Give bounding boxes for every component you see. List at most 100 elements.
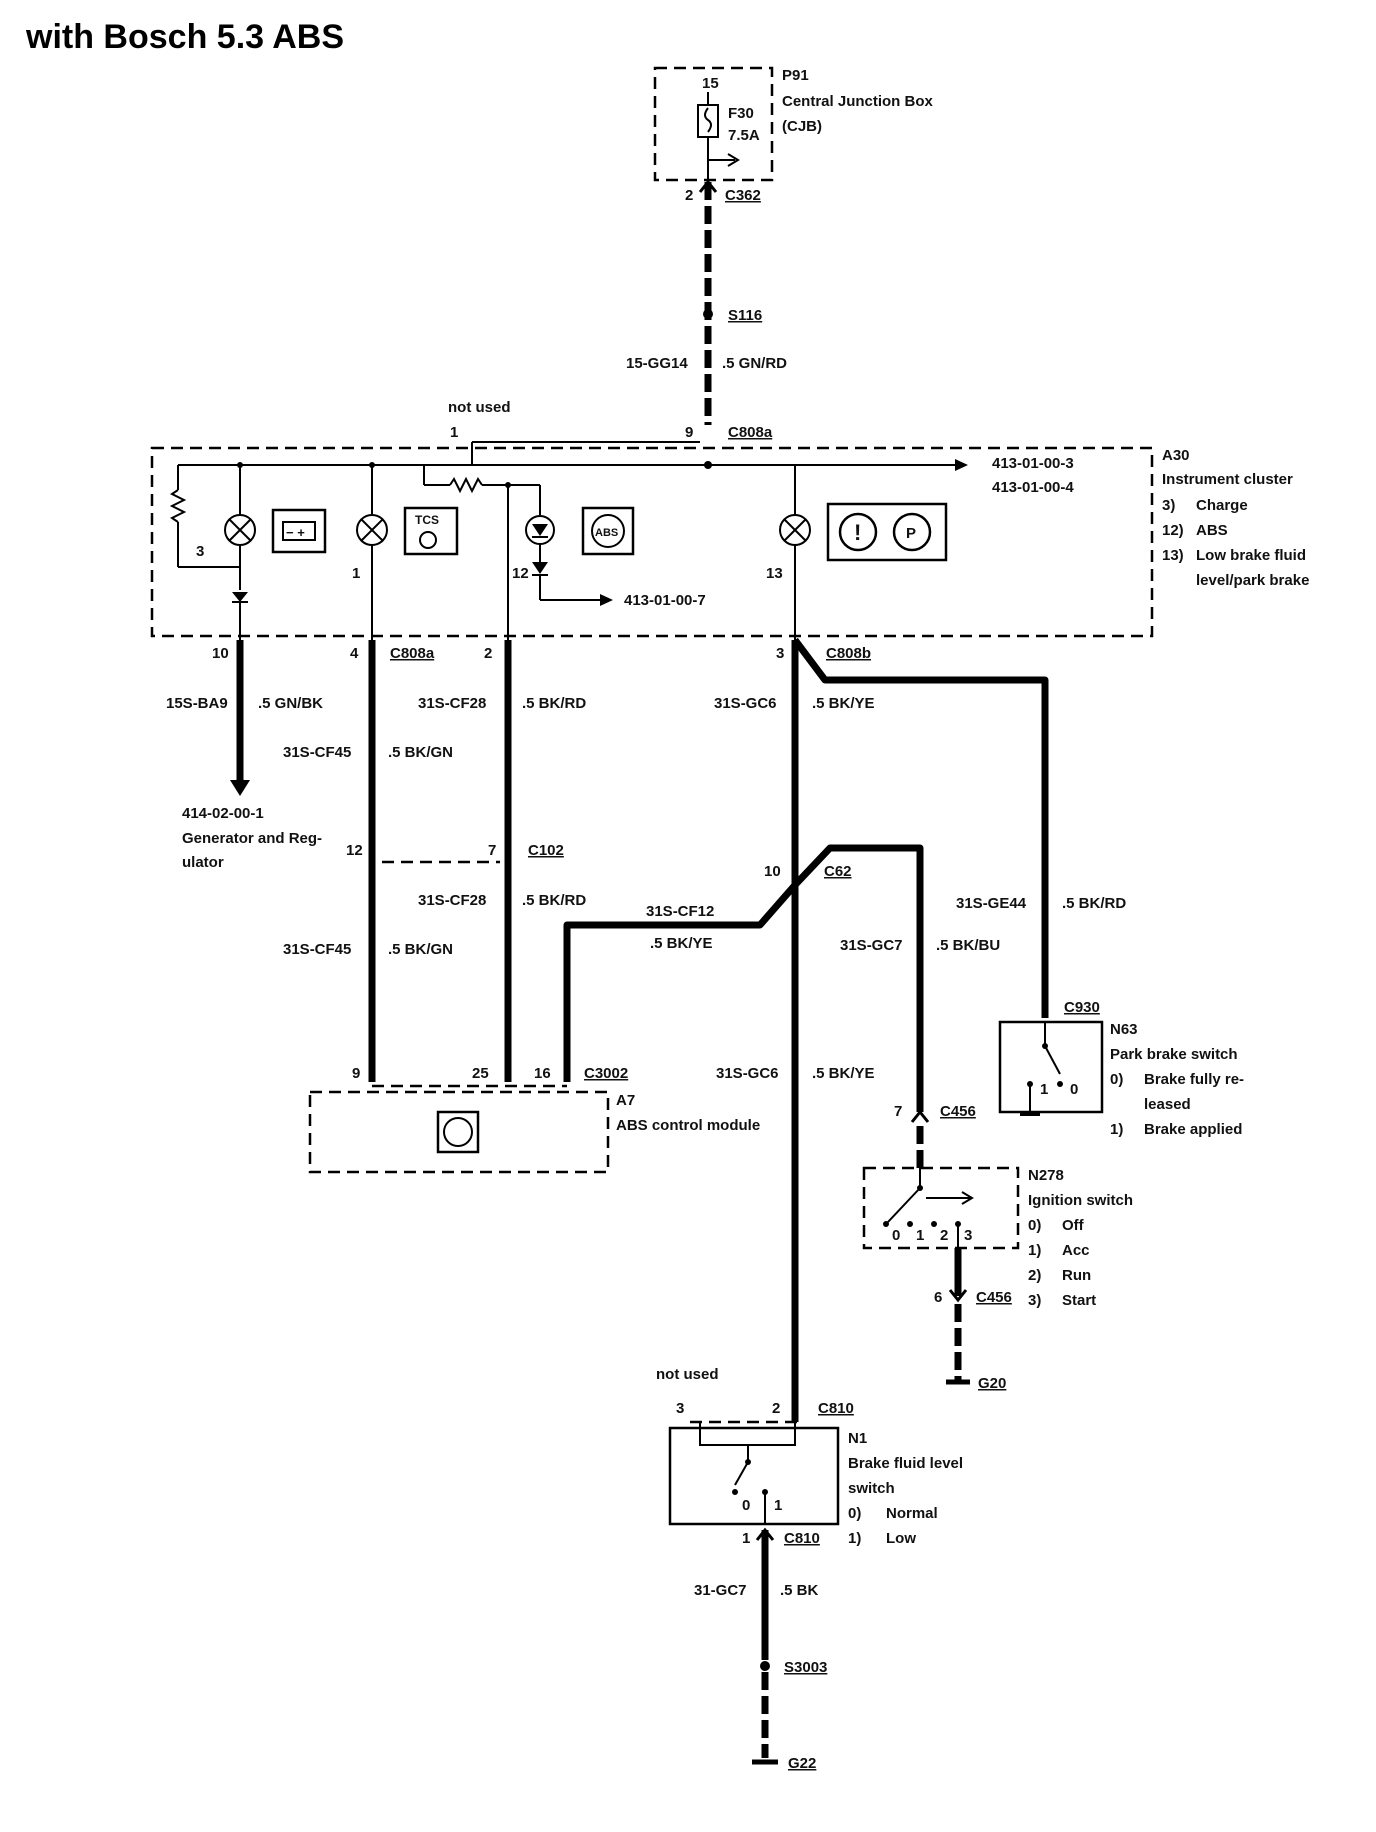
generator-name-2: ulator bbox=[182, 854, 224, 871]
wire-ge44-circuit: 31S-GE44 bbox=[956, 895, 1027, 912]
ref-arrow bbox=[955, 459, 968, 471]
legend-13-num: 13) bbox=[1162, 547, 1184, 564]
cjb-id: P91 bbox=[782, 67, 809, 84]
c808a-pin1: 1 bbox=[450, 424, 458, 441]
park-pos-0: 0 bbox=[1070, 1081, 1078, 1098]
ground-g22: G22 bbox=[788, 1755, 816, 1772]
park-switch-name: Park brake switch bbox=[1110, 1046, 1238, 1063]
legend-park-brake: level/park brake bbox=[1196, 572, 1309, 589]
c456-bottom-pin: 6 bbox=[934, 1289, 942, 1306]
tcs-label: TCS bbox=[415, 513, 439, 527]
ign-state-2-num: 2) bbox=[1028, 1267, 1041, 1284]
battery-icon bbox=[271, 508, 327, 554]
diagram-title: with Bosch 5.3 ABS bbox=[25, 18, 344, 56]
abs-module-box bbox=[308, 1090, 610, 1174]
c808a-pin2: 2 bbox=[484, 645, 492, 662]
splice-s116-dot bbox=[703, 309, 713, 319]
brake-pos-0: 0 bbox=[742, 1497, 750, 1514]
brake-s0-num: 0) bbox=[848, 1505, 861, 1522]
park-s0-num: 0) bbox=[1110, 1071, 1123, 1088]
c808a-pin9: 9 bbox=[685, 424, 693, 441]
splice-s3003: S3003 bbox=[784, 1659, 827, 1676]
c808a-pin4: 4 bbox=[350, 645, 359, 662]
wire-gc6a-spec: .5 BK/YE bbox=[812, 695, 875, 712]
cluster-id: A30 bbox=[1162, 447, 1190, 464]
generator-name-1: Generator and Reg- bbox=[182, 830, 322, 847]
wire-gc7-circuit: 31S-GC7 bbox=[840, 937, 903, 954]
splice-s116: S116 bbox=[728, 307, 762, 324]
cluster-ref-2: 413-01-00-4 bbox=[992, 479, 1074, 496]
c62-pin10: 10 bbox=[764, 863, 781, 880]
park-switch-id: N63 bbox=[1110, 1021, 1138, 1038]
c3002-pin16: 16 bbox=[534, 1065, 551, 1082]
lamp-num-1: 1 bbox=[352, 565, 360, 582]
wire-ge44-spec: .5 BK/RD bbox=[1062, 895, 1126, 912]
ign-state-1-num: 1) bbox=[1028, 1242, 1041, 1259]
brake-s1-num: 1) bbox=[848, 1530, 861, 1547]
wire-cf45a-spec: .5 BK/GN bbox=[388, 744, 453, 761]
ign-pos-0: 0 bbox=[892, 1227, 900, 1244]
lamp-num-3: 3 bbox=[196, 543, 204, 560]
wire-cf12-circuit: 31S-CF12 bbox=[646, 903, 714, 920]
c102-pin7: 7 bbox=[488, 842, 496, 859]
cjb-box bbox=[653, 66, 774, 182]
wire-ba9-spec: .5 GN/BK bbox=[258, 695, 323, 712]
abs-module-id: A7 bbox=[616, 1092, 635, 1109]
c810-pin3: 3 bbox=[676, 1400, 684, 1417]
c810-pin2: 2 bbox=[772, 1400, 780, 1417]
ground-g20: G20 bbox=[978, 1375, 1006, 1392]
brake-fluid-switch-box bbox=[668, 1426, 840, 1526]
ign-state-run: Run bbox=[1062, 1267, 1091, 1284]
ign-pos-3: 3 bbox=[964, 1227, 972, 1244]
c3002-pin25: 25 bbox=[472, 1065, 489, 1082]
ign-state-off: Off bbox=[1062, 1217, 1085, 1234]
ign-switch-id: N278 bbox=[1028, 1167, 1064, 1184]
wire-cf45a-circuit: 31S-CF45 bbox=[283, 744, 351, 761]
park-p: P bbox=[906, 525, 916, 542]
connector-c62: C62 bbox=[824, 863, 852, 880]
wire-cf28b-circuit: 31S-CF28 bbox=[418, 892, 486, 909]
wire-cf28a-circuit: 31S-CF28 bbox=[418, 695, 486, 712]
brake-switch-id: N1 bbox=[848, 1430, 867, 1447]
ign-state-acc: Acc bbox=[1062, 1242, 1090, 1259]
cluster-ref-abs: 413-01-00-7 bbox=[624, 592, 706, 609]
not-used-label: not used bbox=[448, 399, 511, 416]
brake-switch-name-2: switch bbox=[848, 1480, 895, 1497]
splice-s3003-dot bbox=[760, 1661, 770, 1671]
brake-pos-1: 1 bbox=[774, 1497, 782, 1514]
brake-switch-name-1: Brake fluid level bbox=[848, 1455, 963, 1472]
svg-text:− +: − + bbox=[286, 525, 305, 540]
park-s1-num: 1) bbox=[1110, 1121, 1123, 1138]
connector-c456-top: C456 bbox=[940, 1103, 976, 1120]
ign-pos-2: 2 bbox=[940, 1227, 948, 1244]
park-s1-text: Brake applied bbox=[1144, 1121, 1242, 1138]
connector-c3002: C3002 bbox=[584, 1065, 628, 1082]
connector-c362: C362 bbox=[725, 187, 761, 204]
ign-pos-1: 1 bbox=[916, 1227, 924, 1244]
wire-gc7bk-spec: .5 BK bbox=[780, 1582, 819, 1599]
park-s0-text-a: Brake fully re- bbox=[1144, 1071, 1244, 1088]
legend-3-num: 3) bbox=[1162, 497, 1175, 514]
brake-excl: ! bbox=[854, 520, 861, 545]
ign-state-start: Start bbox=[1062, 1292, 1096, 1309]
legend-low-brake: Low brake fluid bbox=[1196, 547, 1306, 564]
connector-c456-bottom: C456 bbox=[976, 1289, 1012, 1306]
connector-c808a-top: C808a bbox=[728, 424, 773, 441]
wire-cf28b-spec: .5 BK/RD bbox=[522, 892, 586, 909]
connector-c808b: C808b bbox=[826, 645, 871, 662]
wire-gc7bk-circuit: 31-GC7 bbox=[694, 1582, 747, 1599]
c808a-pin10: 10 bbox=[212, 645, 229, 662]
fuse-rating: 7.5A bbox=[728, 127, 760, 144]
c3002-pin9: 9 bbox=[352, 1065, 360, 1082]
brake-s1-text: Low bbox=[886, 1530, 916, 1547]
wire-ba9-circuit: 15S-BA9 bbox=[166, 695, 228, 712]
c810-not-used: not used bbox=[656, 1366, 719, 1383]
ign-switch-name: Ignition switch bbox=[1028, 1192, 1133, 1209]
abs-icon bbox=[581, 506, 635, 556]
ign-state-0-num: 0) bbox=[1028, 1217, 1041, 1234]
tcs-icon bbox=[403, 506, 459, 556]
legend-charge: Charge bbox=[1196, 497, 1248, 514]
wire-cf45b-circuit: 31S-CF45 bbox=[283, 941, 351, 958]
abs-module-icon bbox=[436, 1110, 480, 1154]
